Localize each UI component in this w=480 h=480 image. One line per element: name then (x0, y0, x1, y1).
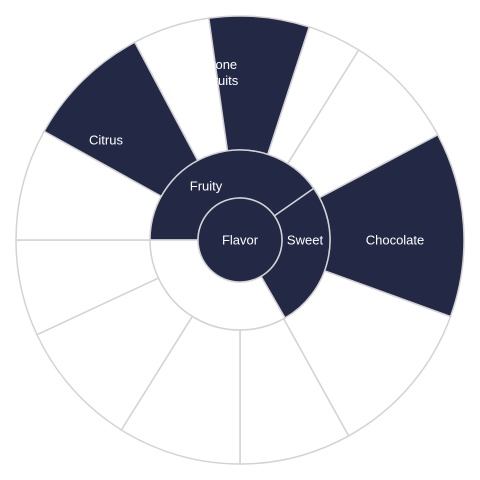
label-stone-fruits-line-1: Stone (203, 57, 237, 72)
wedge-center[interactable] (197, 197, 283, 283)
label-chocolate: Chocolate (366, 232, 425, 247)
label-stone-fruits: Stone Fruits (203, 57, 241, 88)
label-center: Flavor (222, 232, 259, 247)
label-citrus: Citrus (89, 132, 123, 147)
label-stone-fruits-line-2: Fruits (206, 73, 239, 88)
outer-ring (15, 15, 465, 465)
label-fruity: Fruity (190, 178, 223, 193)
inner-ring (149, 149, 331, 331)
label-sweet: Sweet (287, 232, 324, 247)
